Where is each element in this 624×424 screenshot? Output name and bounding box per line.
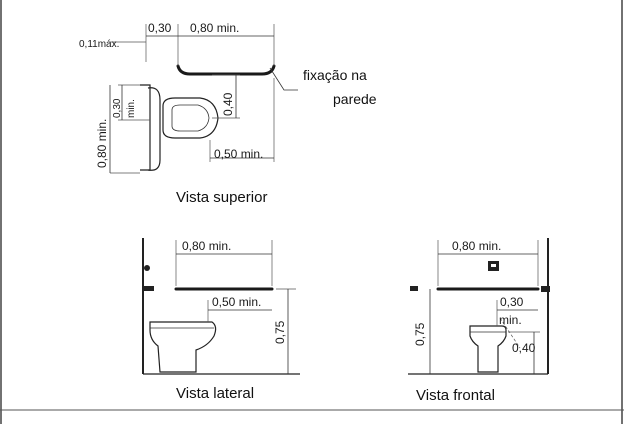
front-view-flush-button-detail xyxy=(491,264,496,267)
front-dim-080-min-label: 0,80 min. xyxy=(452,239,501,253)
top-view-wall xyxy=(140,84,151,171)
front-view-offset-line xyxy=(499,317,521,349)
top-view-grab-bar xyxy=(176,64,276,76)
dim-050-min-label: 0,50 min. xyxy=(214,147,263,161)
front-view-left-bracket xyxy=(410,286,418,291)
top-view-toilet-seat xyxy=(171,104,210,132)
front-dim-075-label: 0,75 xyxy=(413,322,427,346)
front-view-toilet xyxy=(469,325,507,373)
dim-030-min-suffix-label: min. xyxy=(126,99,137,118)
top-view: 0,30 0,80 min. 0,11máx. 0,30 min. 0,80 m… xyxy=(79,21,377,206)
dim-080-min-label: 0,80 min. xyxy=(190,21,239,35)
side-view-bar-bracket xyxy=(144,286,154,291)
front-view: 0,80 min. 0,30 min. 0,75 0,40 Vista fron… xyxy=(408,238,550,404)
dim-011-max-label: 0,11máx. xyxy=(79,39,119,50)
front-dim-min-label: min. xyxy=(499,313,522,327)
front-view-title: Vista frontal xyxy=(416,387,495,404)
top-view-title: Vista superior xyxy=(176,189,267,206)
fixing-note-leader xyxy=(269,67,298,91)
fixing-note-line2: parede xyxy=(333,91,377,107)
fixing-note-line1: fixação na xyxy=(303,67,367,83)
front-dim-040-label: 0,40 xyxy=(512,341,536,355)
front-dim-030-label: 0,30 xyxy=(500,295,524,309)
dim-030-label: 0,30 xyxy=(148,21,172,35)
side-dim-075-label: 0,75 xyxy=(273,320,287,344)
side-dim-080-min-label: 0,80 min. xyxy=(182,239,231,253)
dim-030-min-value-label: 0,30 xyxy=(112,98,123,118)
dim-080-min-vertical-label: 0,80 min. xyxy=(95,119,109,168)
dim-040-label: 0,40 xyxy=(221,92,235,116)
side-view-flush-icon xyxy=(144,265,150,271)
side-view: 0,80 min. 0,50 min. 0,75 Vista lateral xyxy=(142,238,300,402)
top-view-toilet-tank xyxy=(147,87,161,171)
side-view-title: Vista lateral xyxy=(176,385,254,402)
top-view-toilet-bowl xyxy=(162,97,219,139)
side-dim-050-min-label: 0,50 min. xyxy=(212,295,261,309)
side-view-toilet xyxy=(149,321,217,373)
front-view-right-bracket xyxy=(541,286,550,292)
